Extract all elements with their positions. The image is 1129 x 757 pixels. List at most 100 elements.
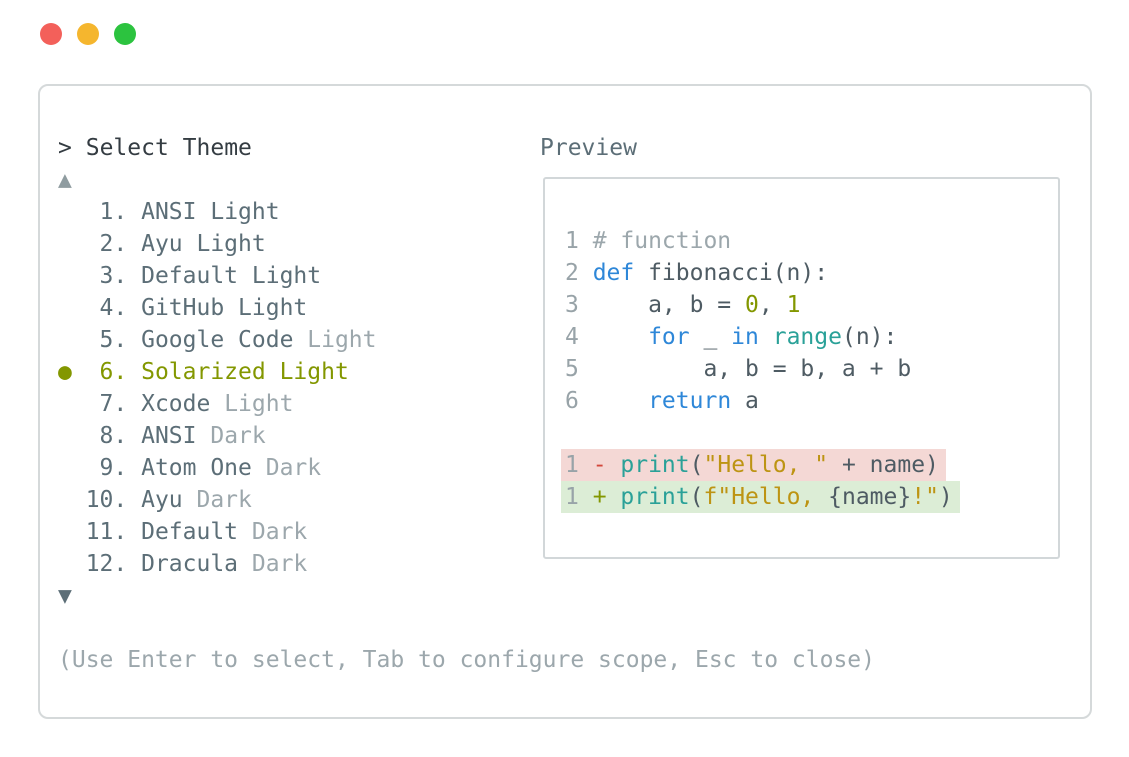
item-marker [58,423,86,449]
theme-variant: Dark [251,519,308,545]
theme-option-xcode-light[interactable]: 7. Xcode Light [58,388,875,420]
theme-name: Xcode [141,391,225,417]
line-number: 4 [565,324,579,350]
code-token-plain: ) [938,484,953,510]
code-token-plain [759,324,773,350]
code-token-com: # function [592,228,732,254]
code-token-fn: print [620,452,690,478]
code-token-kw: def [592,260,635,286]
theme-number: 5. [85,327,142,353]
theme-number: 6. [85,359,142,385]
theme-option-solarized-light[interactable]: ● 6. Solarized Light [58,356,875,388]
code-line: 5 a, b = b, a + b [565,353,1058,385]
theme-number: 12. [85,551,142,577]
theme-option-google-code-light[interactable]: 5. Google Code Light [58,324,875,356]
theme-name: Solarized [141,359,280,385]
item-marker [58,295,86,321]
item-marker [58,551,86,577]
theme-number: 7. [85,391,142,417]
theme-name: ANSI [141,199,211,225]
theme-variant: Dark [196,487,252,513]
keyboard-hint: (Use Enter to select, Tab to configure s… [58,647,875,673]
line-number: 6 [565,388,579,414]
theme-option-ayu-dark[interactable]: 10. Ayu Dark [58,484,875,516]
theme-name: Ayu [141,231,197,257]
code-token-plain: + name) [828,452,939,478]
theme-number: 9. [85,455,142,481]
theme-option-ansi-dark[interactable]: 8. ANSI Dark [58,420,875,452]
theme-option-atom-one-dark[interactable]: 9. Atom One Dark [58,452,875,484]
item-marker [58,263,86,289]
theme-number: 3. [85,263,142,289]
code-blank-line [565,417,1058,449]
code-token-num: 1 [786,292,801,318]
code-token-plain [593,324,648,350]
line-number: 2 [565,260,579,286]
theme-name: Ayu [141,487,197,513]
close-window-button[interactable] [40,23,62,45]
spacer [58,612,875,644]
theme-list: 1. ANSI Light 2. Ayu Light 3. Default Li… [58,196,875,580]
theme-variant: Light [251,263,322,289]
item-marker [58,519,86,545]
code-token-kw: in [731,324,759,350]
code-token-plain: a, b = b, a + b [592,356,912,382]
code-token-fn: print [620,484,690,510]
code-token-plain: (n): [841,324,898,350]
scroll-up-icon[interactable]: ▲ [58,167,72,193]
code-token-str: "Hello, " [703,452,829,478]
code-token-plain: ( [689,484,704,510]
theme-number: 10. [85,487,142,513]
item-marker [58,487,86,513]
item-marker [58,231,86,257]
preview-title: Preview [540,135,637,161]
item-marker [58,391,86,417]
zoom-window-button[interactable] [114,23,136,45]
code-token-plain: a, b = [592,292,746,318]
theme-option-ansi-light[interactable]: 1. ANSI Light [58,196,875,228]
theme-number: 1. [85,199,142,225]
diff-line-added: 1+ print(f"Hello, {name}!") [561,481,1058,513]
theme-variant: Dark [265,455,322,481]
code-token-plain [593,388,648,414]
added-highlight: 1+ print(f"Hello, {name}!") [561,481,960,513]
theme-number: 4. [85,295,142,321]
item-marker [58,199,86,225]
theme-number: 8. [85,423,142,449]
theme-name: Google Code [141,327,308,353]
code-line: 1 # function [565,225,1058,257]
theme-option-default-dark[interactable]: 11. Default Dark [58,516,875,548]
prompt-line: > Select Theme [58,132,875,164]
theme-number: 11. [85,519,142,545]
code-line: 3 a, b = 0, 1 [565,289,1058,321]
window-controls [40,23,136,45]
code-token-str: f"Hello, [703,484,829,510]
theme-option-dracula-dark[interactable]: 12. Dracula Dark [58,548,875,580]
scroll-down-icon[interactable]: ▼ [58,583,72,609]
minimize-window-button[interactable] [77,23,99,45]
theme-name: ANSI [141,423,211,449]
prompt-caret: > [58,135,72,161]
theme-option-github-light[interactable]: 4. GitHub Light [58,292,875,324]
code-token-kw: return [648,388,732,414]
theme-name: Atom One [141,455,266,481]
theme-option-default-light[interactable]: 3. Default Light [58,260,875,292]
code-token-plain: fibonacci(n): [634,260,829,286]
theme-variant: Dark [210,423,266,449]
line-number: 1 [565,228,579,254]
item-marker [58,455,86,481]
theme-variant: Dark [251,551,308,577]
line-number: 5 [565,356,579,382]
code-token-plain: _ [689,324,732,350]
code-token-kw: for [648,324,690,350]
code-token-str: !" [911,484,939,510]
code-token-plain: , [758,292,787,318]
selected-item-bullet-icon: ● [58,359,86,385]
theme-variant: Light [307,327,377,353]
theme-option-ayu-light[interactable]: 2. Ayu Light [58,228,875,260]
theme-picker-panel: > Select Theme ▲ 1. ANSI Light 2. Ayu Li… [38,84,1092,719]
code-token-plain: a [731,388,759,414]
code-preview: 1 # function 2 def fibonacci(n): 3 a, b = 0,… [561,225,1058,513]
prompt-title: Select Theme [85,135,252,161]
code-line: 2 def fibonacci(n): [565,257,1058,289]
